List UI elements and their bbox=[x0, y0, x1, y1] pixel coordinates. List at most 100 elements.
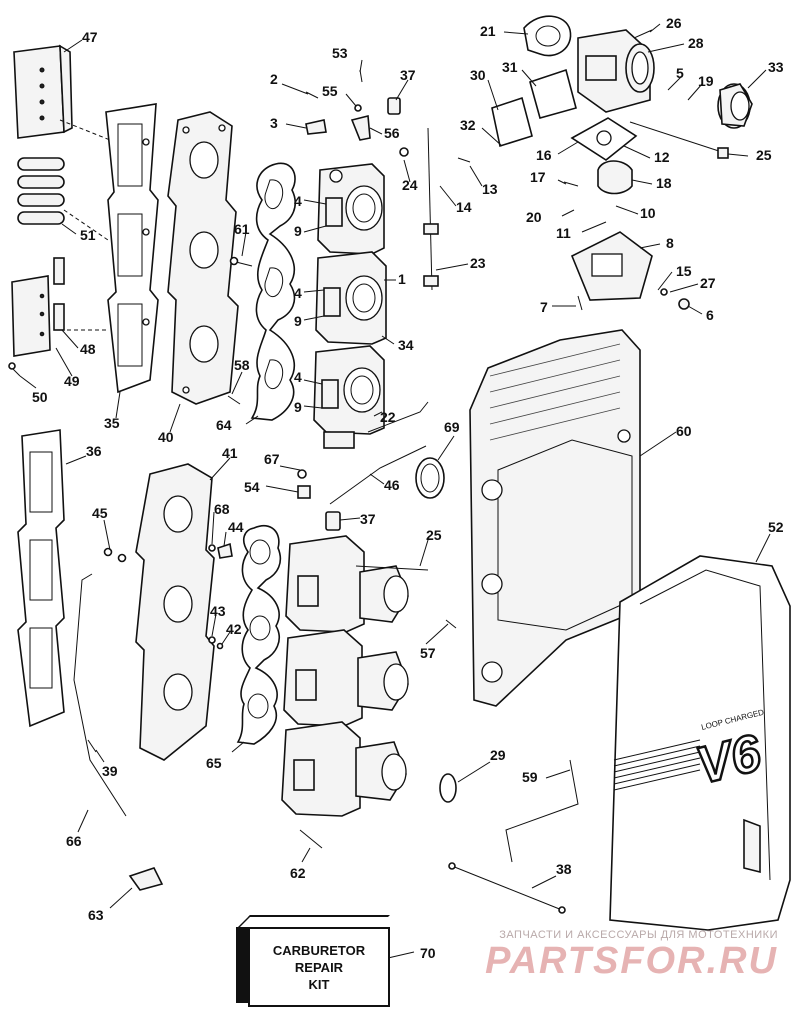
part-64-gasket bbox=[250, 162, 296, 421]
callout-65: 65 bbox=[206, 755, 222, 771]
callout-31: 31 bbox=[502, 59, 518, 75]
part-13-screw bbox=[457, 157, 471, 163]
callout-17: 17 bbox=[530, 169, 546, 185]
callout-42: 42 bbox=[226, 621, 242, 637]
callout-51: 51 bbox=[80, 227, 96, 243]
callout-11: 11 bbox=[556, 225, 571, 241]
part-69-ring bbox=[415, 457, 445, 499]
callout-9: 9 bbox=[294, 399, 302, 415]
part-63-connector bbox=[128, 867, 164, 891]
kit-box-side-face bbox=[236, 927, 248, 1003]
callout-70: 70 bbox=[420, 945, 436, 961]
callout-66: 66 bbox=[66, 833, 82, 849]
part-57-screw bbox=[445, 619, 457, 629]
callout-21: 21 bbox=[480, 23, 496, 39]
part-68-washer bbox=[208, 544, 216, 552]
callout-37: 37 bbox=[360, 511, 376, 527]
callout-55: 55 bbox=[322, 83, 338, 99]
part-42-plug bbox=[216, 642, 224, 650]
callout-61: 61 bbox=[234, 221, 250, 237]
part-62-screw bbox=[299, 829, 323, 849]
part-16-gasket bbox=[570, 117, 638, 161]
callout-38: 38 bbox=[556, 861, 572, 877]
part-41-intake-manifold bbox=[135, 463, 215, 761]
callout-53: 53 bbox=[332, 45, 348, 61]
callout-20: 20 bbox=[526, 209, 542, 225]
part-65-gasket bbox=[236, 524, 282, 745]
callout-19: 19 bbox=[698, 73, 714, 89]
callout-63: 63 bbox=[88, 907, 104, 923]
callout-6: 6 bbox=[706, 307, 714, 323]
callout-40: 40 bbox=[158, 429, 174, 445]
part-67-washer bbox=[297, 469, 307, 479]
callout-24: 24 bbox=[402, 177, 418, 193]
callout-4: 4 bbox=[294, 193, 302, 209]
part-48-stop bbox=[53, 257, 65, 331]
callout-59: 59 bbox=[522, 769, 538, 785]
part-21-gasket bbox=[523, 15, 572, 57]
callout-13: 13 bbox=[482, 181, 498, 197]
callout-33: 33 bbox=[768, 59, 784, 75]
callout-45: 45 bbox=[92, 505, 108, 521]
callout-1: 1 bbox=[398, 271, 406, 287]
callout-29: 29 bbox=[490, 747, 506, 763]
part-1-carburetor-lower bbox=[313, 345, 385, 449]
part-1-carburetor-middle bbox=[315, 251, 387, 345]
callout-14: 14 bbox=[456, 199, 472, 215]
part-lower-carb-upper bbox=[285, 535, 409, 633]
leader-lines bbox=[19, 23, 771, 959]
callout-28: 28 bbox=[688, 35, 704, 51]
callout-32: 32 bbox=[460, 117, 476, 133]
callout-30: 30 bbox=[470, 67, 486, 83]
watermark-caption: ЗАПЧАСТИ И АКСЕССУАРЫ ДЛЯ МОТОТЕХНИКИ bbox=[499, 929, 778, 941]
callout-35: 35 bbox=[104, 415, 120, 431]
callout-36: 36 bbox=[86, 443, 102, 459]
part-40-intake-manifold bbox=[167, 111, 239, 405]
part-43-washer bbox=[208, 636, 216, 644]
callout-4: 4 bbox=[294, 285, 302, 301]
part-31-plate bbox=[529, 68, 577, 119]
part-1-carburetor-upper bbox=[317, 163, 385, 255]
callout-48: 48 bbox=[80, 341, 96, 357]
callout-7: 7 bbox=[540, 299, 548, 315]
callout-43: 43 bbox=[210, 603, 226, 619]
part-54-nut bbox=[297, 485, 311, 499]
part-52-cover bbox=[609, 555, 791, 931]
part-58-screw bbox=[227, 395, 241, 405]
callout-5: 5 bbox=[676, 65, 684, 81]
part-37-lower-fitting bbox=[325, 511, 341, 531]
part-47-plate bbox=[13, 44, 73, 139]
callout-labels: 47 53 37 21 26 28 2 55 30 31 5 19 33 3 5… bbox=[32, 15, 784, 961]
callout-50: 50 bbox=[32, 389, 48, 405]
callout-60: 60 bbox=[676, 423, 692, 439]
part-6-plug bbox=[678, 298, 690, 310]
kit-label-line-3: KIT bbox=[308, 976, 330, 992]
callout-9: 9 bbox=[294, 223, 302, 239]
callout-62: 62 bbox=[290, 865, 306, 881]
part-56-bracket bbox=[350, 114, 371, 141]
callout-10: 10 bbox=[640, 205, 656, 221]
callout-26: 26 bbox=[666, 15, 682, 31]
callout-37: 37 bbox=[400, 67, 416, 83]
callout-67: 67 bbox=[264, 451, 280, 467]
part-25-long-screw bbox=[629, 121, 729, 159]
part-27-washer bbox=[660, 288, 668, 296]
part-33-sleeve bbox=[717, 83, 753, 129]
watermark: ЗАПЧАСТИ И АКСЕССУАРЫ ДЛЯ МОТОТЕХНИКИ PA… bbox=[485, 929, 778, 981]
part-35-gasket bbox=[105, 103, 159, 394]
callout-3: 3 bbox=[270, 115, 278, 131]
callout-47: 47 bbox=[82, 29, 98, 45]
callout-57: 57 bbox=[420, 645, 436, 661]
alignment-dashes-left bbox=[59, 119, 111, 331]
part-24-nut bbox=[399, 147, 409, 157]
callout-69: 69 bbox=[444, 419, 460, 435]
part-55-washer bbox=[354, 104, 362, 112]
part-46-rod bbox=[329, 445, 427, 505]
part-lower-carb-lower bbox=[281, 721, 407, 817]
part-25-lower-screw bbox=[355, 565, 429, 571]
part-28-silencer bbox=[577, 29, 655, 113]
kit-box-front-face: CARBURETOR REPAIR KIT bbox=[248, 927, 390, 1007]
part-8-float-bowl bbox=[570, 231, 653, 301]
part-37-upper-fitting bbox=[387, 97, 401, 115]
part-49-reed-plate bbox=[11, 275, 51, 357]
